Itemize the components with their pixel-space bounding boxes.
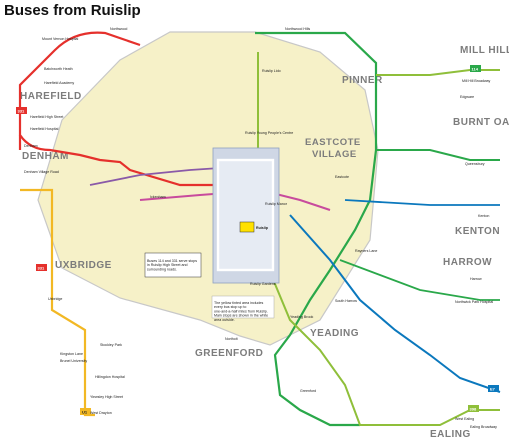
inset-key-box — [144, 252, 202, 278]
stop-harrow: Harrow — [470, 277, 482, 281]
area-kenton: KENTON — [455, 226, 500, 237]
stop-west-ealing: West Ealing — [455, 417, 474, 421]
route-e7-line — [289, 214, 501, 393]
area-greenford: GREENFORD — [195, 348, 263, 359]
stop-northwood: Northwood — [110, 27, 127, 31]
area-harrow: HARROW — [443, 257, 492, 268]
stop-ruislip-lido: Ruislip Lido — [262, 69, 281, 73]
route-114-line — [255, 31, 378, 427]
route-badge-331 — [16, 107, 27, 114]
stop-kenton: Kenton — [478, 214, 489, 218]
stop-denham-village: Denham Village Road — [24, 170, 59, 174]
area-village: VILLAGE — [312, 149, 357, 160]
route-kenton-line — [344, 199, 500, 206]
stop-ealing-broadway: Ealing Broadway — [470, 425, 497, 429]
route-114-east — [376, 149, 500, 161]
stop-edgware: Edgware — [460, 95, 474, 99]
route-badge-398-label: 398 — [470, 407, 477, 412]
stop-queensbury: Queensbury — [465, 162, 485, 166]
stop-brunel: Brunel University — [60, 359, 87, 363]
ruislip-station-marker — [239, 221, 255, 233]
stop-eastcote: Eastcote — [335, 175, 349, 179]
route-badge-398 — [468, 405, 479, 412]
stop-uxbridge: Uxbridge — [48, 297, 62, 301]
stop-yeading-brook: Yeading Brook — [290, 315, 313, 319]
route-331-line — [18, 31, 220, 187]
route-badge-u1 — [80, 408, 91, 415]
route-badge-114 — [470, 65, 481, 72]
route-badge-114-label: 114 — [472, 67, 479, 72]
stop-batchworth: Batchworth Heath — [44, 67, 73, 71]
stop-harefield-academy: Harefield Academy — [44, 81, 74, 85]
stop-mill-hill-broadway: Mill Hill Broadway — [462, 79, 491, 83]
stop-northwick-park: Northwick Park Hospital — [455, 300, 493, 304]
area-yeading: YEADING — [310, 328, 359, 339]
stop-stockley-park: Stockley Park — [100, 343, 122, 347]
stop-denham: Denham — [24, 144, 38, 148]
route-badge-331-south — [36, 264, 47, 271]
stop-ickenham: Ickenham — [150, 195, 166, 199]
area-harefield: HAREFIELD — [20, 91, 82, 102]
stop-hillingdon-hospital: Hillingdon Hospital — [95, 375, 125, 379]
stop-northolt: Northolt — [225, 337, 238, 341]
area-eastcote: EASTCOTE — [305, 137, 361, 148]
zone-note-box — [211, 295, 275, 319]
area-pinner: PINNER — [342, 75, 383, 86]
route-badge-e7 — [488, 385, 499, 392]
stop-mount-vernon: Mount Vernon Hospital — [42, 37, 79, 41]
stop-northwood-hills: Northwood Hills — [285, 27, 310, 31]
route-badge-u1-label: U1 — [82, 410, 88, 415]
stop-harefield-hospital: Harefield Hospital — [30, 127, 59, 131]
route-badge-e7-label: E7 — [490, 387, 496, 392]
route-badge-331-south-label: 331 — [38, 266, 45, 271]
stop-harefield-high-st: Harefield High Street — [30, 115, 63, 119]
stop-ruislip-gardens: Ruislip Gardens — [250, 282, 276, 286]
route-badge-331-label: 331 — [18, 109, 25, 114]
stop-yiewsley: Yiewsley High Street — [90, 395, 123, 399]
stop-greenford: Greenford — [300, 389, 316, 393]
page-title: Buses from Ruislip — [4, 2, 141, 19]
stop-south-harrow: South Harrow — [335, 299, 357, 303]
stop-west-drayton: West Drayton — [90, 411, 112, 415]
area-uxbridge: UXBRIDGE — [55, 260, 112, 271]
ruislip-station-label: Ruislip — [256, 226, 269, 230]
route-harrow-line — [339, 259, 500, 301]
stop-young-peoples: Ruislip Young People's Centre — [245, 131, 293, 135]
stop-ruislip-manor: Ruislip Manor — [265, 202, 288, 206]
stop-rayners-lane: Rayners Lane — [355, 249, 377, 253]
walking-zone — [37, 31, 379, 346]
area-ealing: EALING — [430, 429, 471, 440]
stop-kingston-lane: Kingston Lane — [60, 352, 83, 356]
route-mill-hill-line — [376, 69, 500, 76]
area-denham: DENHAM — [22, 151, 69, 162]
ruislip-centre-streets — [216, 158, 275, 272]
area-burnt-oak: BURNT OAK — [453, 117, 509, 128]
area-mill-hill: MILL HILL — [460, 45, 509, 56]
route-h13-line — [89, 167, 221, 186]
